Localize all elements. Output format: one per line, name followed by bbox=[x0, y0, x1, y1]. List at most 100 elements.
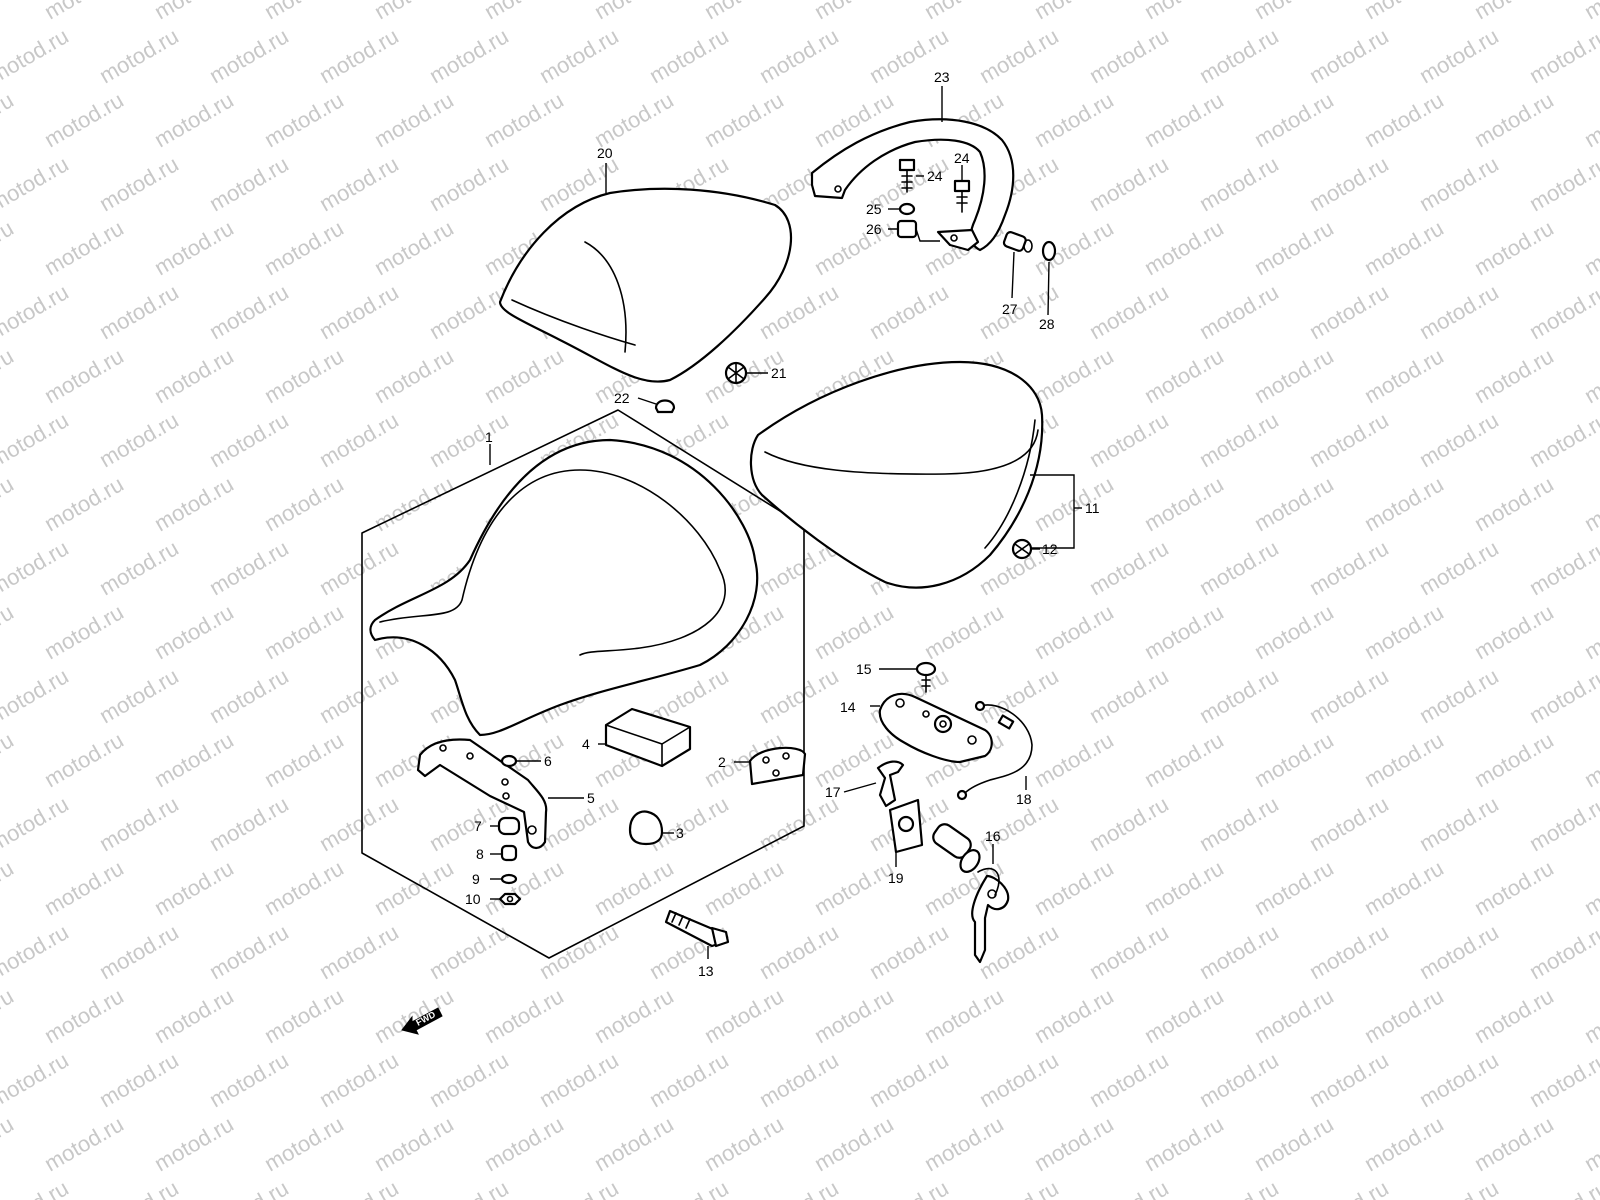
watermark-text: motod.ru bbox=[150, 855, 238, 920]
watermark-text: motod.ru bbox=[1195, 791, 1283, 856]
watermark-text: motod.ru bbox=[1250, 855, 1338, 920]
watermark-text: motod.ru bbox=[1360, 215, 1448, 280]
spacer-26 bbox=[896, 219, 918, 239]
watermark-text: motod.ru bbox=[590, 87, 678, 152]
watermark-text: motod.ru bbox=[315, 279, 403, 344]
watermark-text: motod.ru bbox=[0, 471, 18, 536]
watermark-text: motod.ru bbox=[1525, 919, 1600, 984]
lock-plate-19 bbox=[888, 798, 924, 854]
watermark-text: motod.ru bbox=[315, 535, 403, 600]
watermark-text: motod.ru bbox=[95, 279, 183, 344]
watermark-text: motod.ru bbox=[1140, 215, 1228, 280]
watermark-text: motod.ru bbox=[1140, 1111, 1228, 1176]
watermark-text: motod.ru bbox=[0, 919, 73, 984]
watermark-text: motod.ru bbox=[590, 1111, 678, 1176]
watermark-text: motod.ru bbox=[40, 855, 128, 920]
watermark-text: motod.ru bbox=[1305, 23, 1393, 88]
watermark-text: motod.ru bbox=[480, 983, 568, 1048]
watermark-text: motod.ru bbox=[1250, 215, 1338, 280]
watermark-text: motod.ru bbox=[0, 791, 73, 856]
watermark-text: motod.ru bbox=[205, 279, 293, 344]
watermark-text: motod.ru bbox=[755, 663, 843, 728]
watermark-text: motod.ru bbox=[1525, 151, 1600, 216]
watermark-text: motod.ru bbox=[1250, 599, 1338, 664]
watermark-text: motod.ru bbox=[425, 1175, 513, 1200]
watermark-text: motod.ru bbox=[1525, 1047, 1600, 1112]
watermark-text: motod.ru bbox=[480, 1111, 568, 1176]
watermark-text: motod.ru bbox=[1580, 727, 1600, 792]
watermark-text: motod.ru bbox=[1085, 791, 1173, 856]
watermark-text: motod.ru bbox=[480, 0, 568, 24]
watermark-text: motod.ru bbox=[920, 599, 1008, 664]
bolt-13 bbox=[664, 909, 730, 948]
watermark-text: motod.ru bbox=[1415, 151, 1503, 216]
watermark-text: motod.ru bbox=[1250, 983, 1338, 1048]
watermark-text: motod.ru bbox=[150, 727, 238, 792]
watermark-text: motod.ru bbox=[1470, 855, 1558, 920]
watermark-text: motod.ru bbox=[205, 919, 293, 984]
watermark-text: motod.ru bbox=[1085, 1047, 1173, 1112]
watermark-text: motod.ru bbox=[1030, 983, 1118, 1048]
watermark-text: motod.ru bbox=[260, 727, 348, 792]
watermark-text: motod.ru bbox=[1195, 1175, 1283, 1200]
watermark-text: motod.ru bbox=[0, 23, 73, 88]
callout-16: 16 bbox=[985, 828, 1001, 844]
watermark-text: motod.ru bbox=[645, 23, 733, 88]
watermark-text: motod.ru bbox=[260, 983, 348, 1048]
watermark-text: motod.ru bbox=[40, 215, 128, 280]
watermark-text: motod.ru bbox=[260, 0, 348, 24]
watermark-text: motod.ru bbox=[1470, 1111, 1558, 1176]
watermark-text: motod.ru bbox=[260, 1111, 348, 1176]
watermark-text: motod.ru bbox=[810, 215, 898, 280]
watermark-text: motod.ru bbox=[150, 343, 238, 408]
watermark-text: motod.ru bbox=[150, 87, 238, 152]
callout-6: 6 bbox=[544, 753, 552, 769]
watermark-text: motod.ru bbox=[40, 471, 128, 536]
watermark-text: motod.ru bbox=[590, 983, 678, 1048]
watermark-text: motod.ru bbox=[975, 1175, 1063, 1200]
watermark-text: motod.ru bbox=[1195, 535, 1283, 600]
watermark-text: motod.ru bbox=[1305, 1175, 1393, 1200]
watermark-text: motod.ru bbox=[315, 663, 403, 728]
watermark-text: motod.ru bbox=[425, 151, 513, 216]
watermark-text: motod.ru bbox=[480, 855, 568, 920]
watermark-text: motod.ru bbox=[260, 87, 348, 152]
watermark-text: motod.ru bbox=[755, 919, 843, 984]
seat-lock-set-16 bbox=[932, 823, 1010, 964]
watermark-text: motod.ru bbox=[1415, 791, 1503, 856]
watermark-text: motod.ru bbox=[95, 919, 183, 984]
watermark-text: motod.ru bbox=[0, 663, 73, 728]
watermark-text: motod.ru bbox=[0, 1047, 73, 1112]
watermark-text: motod.ru bbox=[370, 343, 458, 408]
watermark-text: motod.ru bbox=[1195, 279, 1283, 344]
callout-15: 15 bbox=[856, 661, 872, 677]
watermark-text: motod.ru bbox=[1140, 87, 1228, 152]
watermark-text: motod.ru bbox=[1525, 535, 1600, 600]
watermark-text: motod.ru bbox=[1085, 919, 1173, 984]
watermark-text: motod.ru bbox=[1140, 343, 1228, 408]
watermark-text: motod.ru bbox=[1195, 23, 1283, 88]
watermark-text: motod.ru bbox=[425, 1047, 513, 1112]
watermark-text: motod.ru bbox=[1580, 343, 1600, 408]
band-2 bbox=[748, 746, 807, 786]
watermark-text: motod.ru bbox=[1250, 343, 1338, 408]
watermark-text: motod.ru bbox=[1415, 1175, 1503, 1200]
clip-21 bbox=[724, 361, 748, 385]
damper-3 bbox=[628, 810, 664, 846]
callout-4: 4 bbox=[582, 736, 590, 752]
watermark-text: motod.ru bbox=[1580, 983, 1600, 1048]
watermark-text: motod.ru bbox=[205, 1175, 293, 1200]
watermark-text: motod.ru bbox=[315, 791, 403, 856]
callout-5: 5 bbox=[587, 790, 595, 806]
leader-lines bbox=[489, 86, 1082, 959]
watermark-text: motod.ru bbox=[1305, 535, 1393, 600]
watermark-text: motod.ru bbox=[865, 1047, 953, 1112]
watermark-text: motod.ru bbox=[95, 1047, 183, 1112]
watermark-text: motod.ru bbox=[1305, 279, 1393, 344]
watermark-text: motod.ru bbox=[150, 215, 238, 280]
watermark-text: motod.ru bbox=[1470, 727, 1558, 792]
watermark-text: motod.ru bbox=[810, 855, 898, 920]
callout-14: 14 bbox=[840, 699, 856, 715]
washer-6 bbox=[500, 754, 518, 768]
callout-7: 7 bbox=[474, 818, 482, 834]
